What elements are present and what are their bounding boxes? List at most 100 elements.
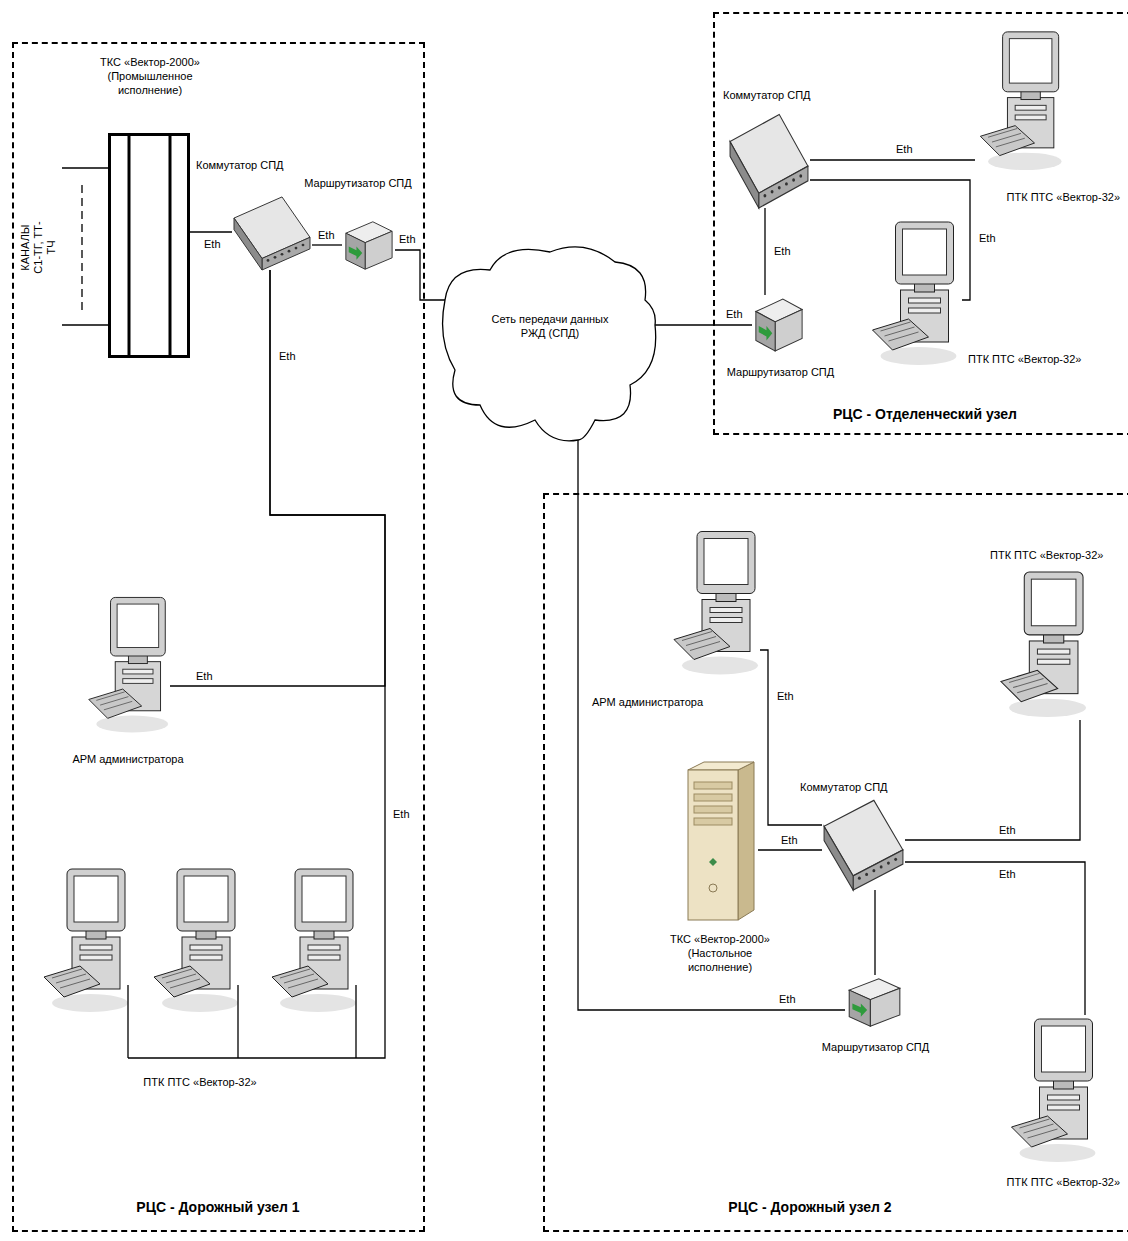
region-title: РЦС - Дорожный узел 2 [700,1198,920,1216]
device-label: Коммутатор СПД [723,88,833,102]
monitor [295,869,353,931]
monitor [896,222,954,284]
switch-port [267,259,270,262]
device-label: Коммутатор СПД [800,780,910,794]
ethernet-link [760,650,822,825]
connection-label: Eth [203,238,222,250]
connection-label: Eth [725,308,744,320]
switch-icon [232,195,312,270]
pc-icon [670,525,760,680]
device-label: Маршрутизатор СПД [813,1040,938,1054]
device-label: ПТК ПТС «Вектор-32» [968,352,1108,366]
router-front [365,231,392,269]
ethernet-link [874,890,875,975]
switch-port [887,861,890,864]
keyboard-keys [96,692,132,710]
switch-port [894,858,897,861]
monitor-screen [704,539,748,585]
channel-wire [81,185,82,310]
connection-label: Eth [895,143,914,155]
keyboard [44,966,100,997]
network-switch: Коммутатор СПД [822,798,905,890]
network-router: Маршрутизатор СПД [342,218,395,273]
monitor [697,532,755,594]
drive-bay [308,955,340,960]
workstation: АРМ администратора [670,525,760,680]
keyboard-keys [1020,1119,1058,1138]
pc-icon [975,28,1065,173]
ethernet-link [810,180,970,300]
monitor [1035,1019,1093,1081]
router-emblem [759,326,772,340]
switch-icon [822,798,905,890]
keyboard [873,319,929,350]
ethernet-link [810,159,975,160]
drive-bay [710,608,742,613]
bus-drop [127,985,128,1058]
drive-bay [1037,659,1069,664]
connection-label: Eth [998,868,1017,880]
monitor-screen [903,229,947,275]
network-switch: Коммутатор СПД [728,112,810,208]
pc-icon [1001,572,1086,717]
workstation: ПТК ПТС «Вектор-32» [975,28,1065,173]
router-icon [845,975,903,1030]
cloud-icon [445,240,655,440]
switch-port [771,190,774,193]
connection-label: Eth [278,350,297,362]
pcs-icon [35,865,372,1062]
site-region: РЦС - Отделенческий узел Коммутатор СПД ПТ… [713,12,1128,435]
workstation: ПТК ПТС «Вектор-32» [995,568,1090,720]
drive-bay [80,955,112,960]
pc-icon [44,869,128,1012]
network-switch: Коммутатор СПД [232,195,312,270]
rack-rail [169,133,172,358]
ethernet-link [655,324,752,325]
ethernet-link [758,849,822,850]
server-bay [694,782,732,789]
bus-drop [237,985,238,1058]
drive-bay [1048,1105,1080,1110]
switch-port [858,877,861,880]
telecom-rack: ТКС «Вектор-2000» (Промышленное исполнен… [108,133,190,358]
workstation: АРМ администратора [85,592,170,737]
switch-port [288,250,291,253]
rack-icon [108,133,190,358]
router-icon [752,295,805,355]
switch-port [302,244,305,247]
router-icon [342,218,395,273]
monitor [111,597,166,656]
pc-icon [272,869,356,1012]
pc-icon [89,597,168,732]
connection-label: Eth [780,834,799,846]
region-title: РЦС - Дорожный узел 1 [118,1198,318,1216]
monitor-screen [302,876,346,922]
drive-bay [308,945,340,950]
connection-label: Eth [398,233,417,245]
switch-port [872,869,875,872]
monitor-screen [184,876,228,922]
keyboard [154,966,210,997]
monitor [67,869,125,931]
switch-port [763,194,766,197]
switch-side [234,218,262,270]
ethernet-link [905,720,1080,840]
region-title: РЦС - Отделенческий узел [800,405,1050,423]
router-front [870,988,900,1026]
router-emblem [349,246,362,259]
bus-drop [355,985,356,1058]
keyboard [89,689,142,718]
pc-icon [995,568,1090,720]
drive-bay [190,945,222,950]
network-router: Маршрутизатор СПД [845,975,903,1030]
ethernet-link [395,250,445,300]
connection-label: Eth [778,993,797,1005]
switch-port [281,253,284,256]
server-bay [694,794,732,801]
drive-bay [1048,1095,1080,1100]
switch-icon [728,112,810,208]
switch-port [295,247,298,250]
keyboard [1012,1116,1068,1147]
pc-icon [154,869,238,1012]
device-label: АРМ администратора [592,695,722,709]
